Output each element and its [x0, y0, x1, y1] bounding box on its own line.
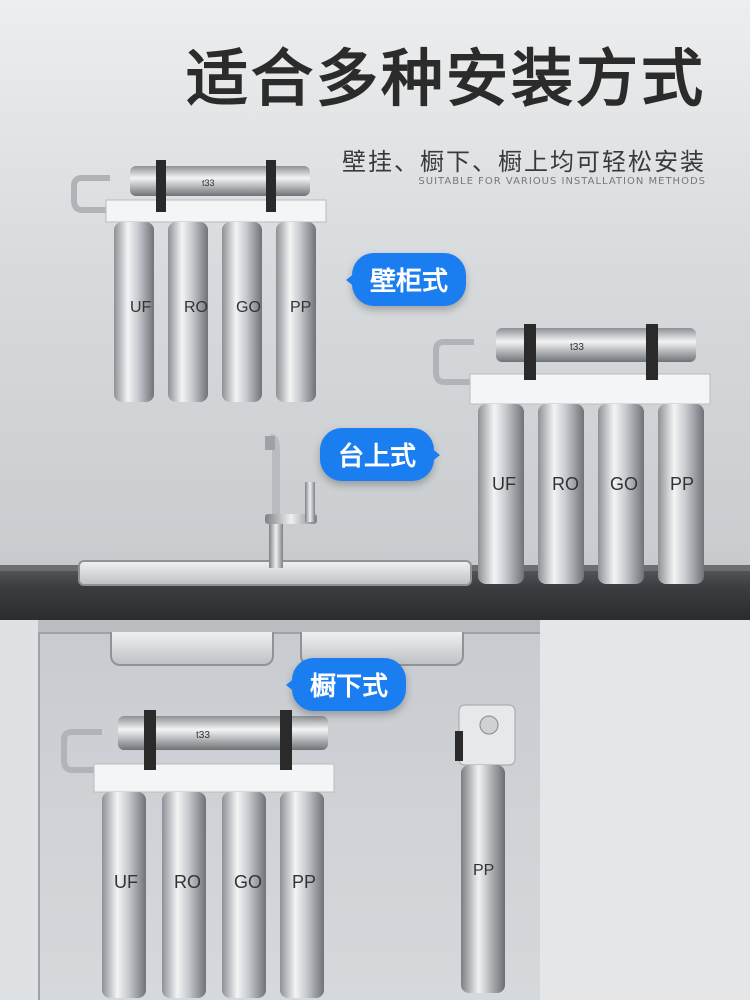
svg-text:UF: UF [130, 299, 152, 316]
wall-mounted-purifier: t33 UF RO GO PP [71, 160, 327, 402]
sink-bowl-left [110, 632, 274, 666]
purifier-graphic: t33 UF RO GO PP [61, 710, 335, 998]
label-wall-mount: 壁柜式 [345, 253, 467, 306]
svg-text:PP: PP [290, 299, 311, 316]
cabinet-right-panel [540, 620, 750, 1000]
svg-text:t33: t33 [196, 730, 210, 741]
svg-text:GO: GO [610, 474, 638, 494]
svg-text:RO: RO [184, 299, 208, 316]
purifier-graphic: t33 UF RO GO PP [71, 160, 327, 402]
svg-text:PP: PP [473, 862, 494, 879]
svg-text:t33: t33 [202, 178, 215, 188]
label-countertop: 台上式 [320, 428, 441, 481]
svg-text:UF: UF [492, 474, 516, 494]
label-under-sink: 橱下式 [285, 658, 407, 711]
svg-text:t33: t33 [570, 342, 584, 353]
svg-text:PP: PP [670, 474, 694, 494]
under-sink-purifier: t33 UF RO GO PP [61, 710, 335, 998]
svg-text:GO: GO [234, 872, 262, 892]
svg-text:PP: PP [292, 872, 316, 892]
page-subtitle: 壁挂、橱下、橱上均可轻松安装 [342, 148, 706, 176]
cabinet-left-panel [0, 620, 38, 1000]
countertop-purifier: t33 UF RO GO PP [433, 324, 711, 584]
side-view-purifier: PP [455, 704, 516, 993]
svg-text:RO: RO [552, 474, 579, 494]
page-title: 适合多种安装方式 [185, 42, 706, 115]
svg-text:GO: GO [236, 299, 261, 316]
page-subtitle-english: SUITABLE FOR VARIOUS INSTALLATION METHOD… [418, 176, 706, 187]
svg-text:UF: UF [114, 872, 138, 892]
faucet [265, 434, 317, 568]
purifier-graphic: t33 UF RO GO PP [433, 324, 711, 584]
svg-text:RO: RO [174, 872, 201, 892]
